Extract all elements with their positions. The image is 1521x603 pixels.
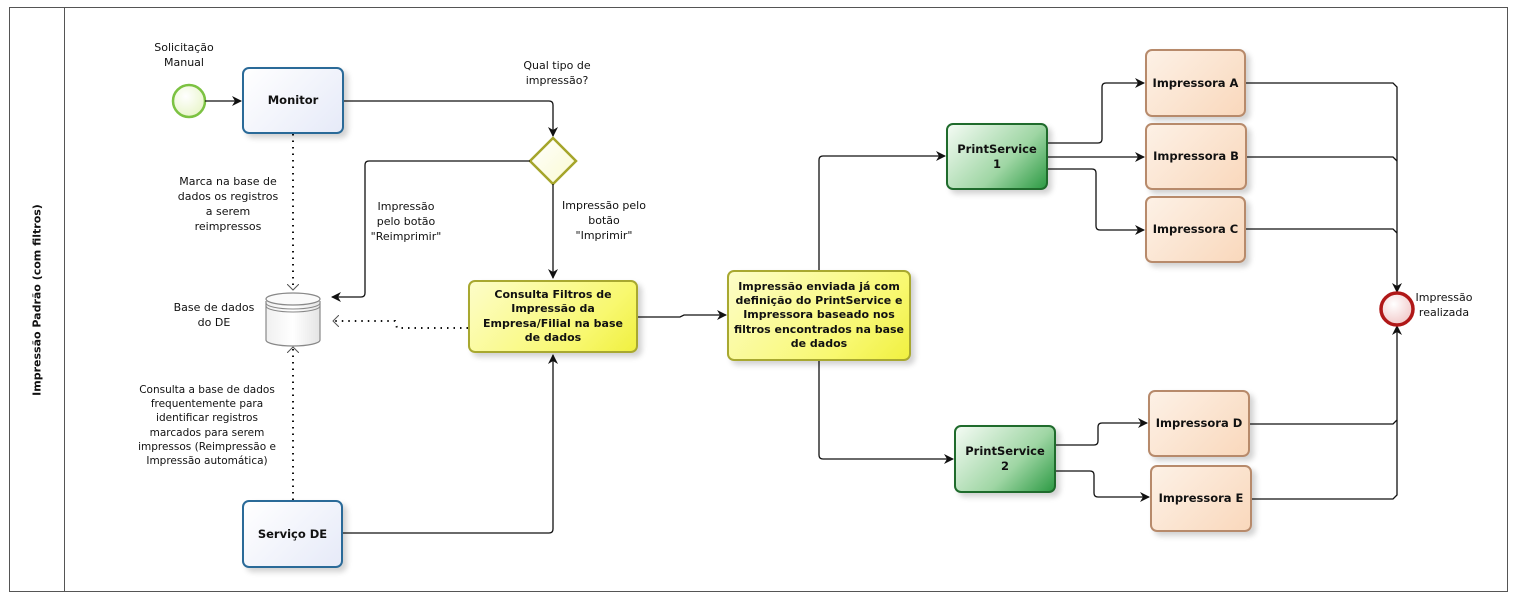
lane-header <box>9 7 65 592</box>
flow-ps1-to-impressora-c <box>1048 168 1145 235</box>
flow-impressora-b-to-end <box>1246 156 1398 162</box>
exclusive-gateway[interactable] <box>528 136 578 186</box>
flow-ps2-to-impressora-d <box>1056 418 1148 446</box>
task-impressora-c[interactable]: Impressora C <box>1145 196 1246 263</box>
task-impressora-a-label: Impressora A <box>1152 75 1239 90</box>
task-printservice-1-label: PrintService 1 <box>957 141 1037 171</box>
start-event-label: Solicitação Manual <box>154 41 214 69</box>
monitor-annotation: Marca na base de dados os registros a se… <box>177 175 279 233</box>
task-impressora-b[interactable]: Impressora B <box>1145 123 1247 190</box>
flow-envio-to-printservice2 <box>818 361 954 464</box>
servico-annotation: Consulta a base de dados frequentemente … <box>138 384 276 467</box>
task-consulta-filtros[interactable]: Consulta Filtros de Impressão da Empresa… <box>468 280 638 353</box>
flow-ps2-to-impressora-e <box>1056 470 1150 502</box>
task-impressora-e-label: Impressora E <box>1158 491 1244 506</box>
gateway-question-label: Qual tipo de impressão? <box>523 59 591 87</box>
flow-consulta-to-envio <box>638 310 727 320</box>
flow-monitor-to-gateway <box>344 100 558 137</box>
data-store[interactable] <box>265 292 321 347</box>
flow-envio-to-printservice1 <box>818 151 946 271</box>
task-servico-de-label: Serviço DE <box>257 526 328 541</box>
task-printservice-2-label: PrintService 2 <box>965 444 1045 473</box>
task-printservice-2[interactable]: PrintService 2 <box>954 425 1056 493</box>
pool <box>9 7 1508 592</box>
data-store-label: Base de dados do DE <box>173 301 255 329</box>
task-impressao-enviada-label: Impressão enviada já com definição do Pr… <box>733 279 905 350</box>
flow-servico-to-consulta <box>343 354 558 534</box>
task-impressora-d[interactable]: Impressora D <box>1148 390 1250 457</box>
flow-impressora-c-to-end <box>1246 228 1398 234</box>
task-impressao-enviada[interactable]: Impressão enviada já com definição do Pr… <box>727 270 911 361</box>
end-event[interactable] <box>1379 291 1415 327</box>
flow-ps1-to-impressora-a <box>1048 78 1145 144</box>
task-impressora-b-label: Impressora B <box>1153 149 1239 164</box>
task-impressora-c-label: Impressora C <box>1152 222 1239 237</box>
flow-impressora-d-to-end <box>1250 325 1402 425</box>
task-printservice-1[interactable]: PrintService 1 <box>946 123 1048 190</box>
task-impressora-a[interactable]: Impressora A <box>1145 49 1246 117</box>
end-event-label: Impressão realizada <box>1415 291 1473 319</box>
task-consulta-filtros-label: Consulta Filtros de Impressão da Empresa… <box>483 287 623 344</box>
flow-impressora-e-to-end <box>1252 420 1398 500</box>
branch-reimprimir-label: Impressão pelo botão "Reimprimir" <box>370 200 442 243</box>
task-servico-de[interactable]: Serviço DE <box>242 500 343 568</box>
association-consulta-datastore <box>333 321 468 329</box>
start-event[interactable] <box>171 83 207 119</box>
task-monitor[interactable]: Monitor <box>242 67 344 134</box>
task-monitor-label: Monitor <box>267 93 319 108</box>
task-impressora-e[interactable]: Impressora E <box>1150 465 1252 532</box>
task-impressora-d-label: Impressora D <box>1155 416 1243 431</box>
branch-imprimir-label: Impressão pelo botão "Imprimir" <box>562 199 646 242</box>
flow-impressora-a-to-end <box>1246 82 1402 293</box>
flow-gateway-to-datastore <box>331 160 530 302</box>
